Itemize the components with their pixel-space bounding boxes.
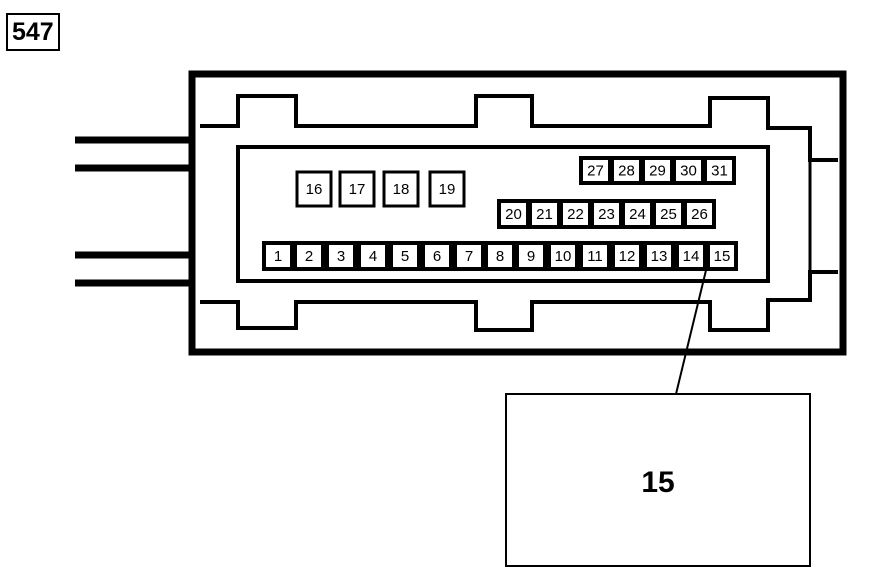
pin-4: 4 (357, 241, 389, 271)
pin-label: 18 (393, 181, 410, 198)
pin-cavity (643, 241, 675, 271)
pin-10: 10 (547, 241, 579, 271)
pin-label: 29 (649, 163, 666, 180)
pin-label: 15 (714, 248, 731, 265)
pin-26: 26 (683, 199, 716, 229)
pin-label: 13 (651, 248, 668, 265)
pin-label: 22 (567, 206, 584, 223)
pin-17: 17 (338, 170, 376, 208)
pin-22: 22 (559, 199, 592, 229)
pin-cavity (325, 241, 357, 271)
pin-1: 1 (262, 241, 294, 271)
pin-cavity (428, 170, 466, 208)
pin-label: 7 (465, 248, 473, 265)
pin-8: 8 (484, 241, 516, 271)
pin-cavity (262, 241, 294, 271)
pin-19: 19 (428, 170, 466, 208)
pin-label: 27 (587, 163, 604, 180)
pin-label: 2 (305, 248, 313, 265)
pin-3: 3 (325, 241, 357, 271)
pin-23: 23 (590, 199, 623, 229)
pin-label: 9 (527, 248, 535, 265)
pin-9: 9 (515, 241, 547, 271)
pin-24: 24 (621, 199, 654, 229)
pin-27: 27 (579, 156, 612, 185)
pin-cavity (382, 170, 420, 208)
pin-5: 5 (389, 241, 421, 271)
pin-label: 5 (401, 248, 409, 265)
pin-label: 3 (337, 248, 345, 265)
pin-cavity (389, 241, 421, 271)
pin-label: 28 (618, 163, 635, 180)
pin-cavity (484, 241, 516, 271)
pin-cavity (547, 241, 579, 271)
pin-cavity (453, 241, 485, 271)
pin-label: 16 (306, 181, 323, 198)
pin-label: 25 (660, 206, 677, 223)
pin-2: 2 (293, 241, 325, 271)
pin-13: 13 (643, 241, 675, 271)
pin-label: 24 (629, 206, 646, 223)
pin-12: 12 (611, 241, 643, 271)
pin-label: 10 (555, 248, 572, 265)
pin-28: 28 (610, 156, 643, 185)
pin-label: 20 (505, 206, 522, 223)
pin-21: 21 (528, 199, 561, 229)
pin-cavity (641, 156, 674, 185)
pin-cavity (590, 199, 623, 229)
callout-box (505, 393, 811, 567)
pin-30: 30 (672, 156, 705, 185)
pin-cavity (497, 199, 530, 229)
pin-label: 12 (619, 248, 636, 265)
pin-label: 30 (680, 163, 697, 180)
pin-7: 7 (453, 241, 485, 271)
pin-cavity (559, 199, 592, 229)
pin-cavity (683, 199, 716, 229)
diagram-number-label: 547 (6, 13, 60, 51)
pin-15: 15 (706, 241, 738, 271)
pin-label: 17 (349, 181, 366, 198)
pin-cavity (338, 170, 376, 208)
wire-bundle (75, 136, 192, 287)
connector-housing-inner-outline (200, 94, 838, 332)
pin-label: 4 (369, 248, 377, 265)
pin-label: 19 (439, 181, 456, 198)
pin-label: 21 (536, 206, 553, 223)
pin-cavity (357, 241, 389, 271)
pin-cavity (579, 241, 611, 271)
pin-16: 16 (295, 170, 333, 208)
pin-6: 6 (421, 241, 453, 271)
pin-cavity (652, 199, 685, 229)
pin-11: 11 (579, 241, 611, 271)
pin-cavity (421, 241, 453, 271)
pin-label: 23 (598, 206, 615, 223)
pin-cavity (611, 241, 643, 271)
pin-20: 20 (497, 199, 530, 229)
pin-18: 18 (382, 170, 420, 208)
pin-29: 29 (641, 156, 674, 185)
pin-label: 14 (683, 248, 700, 265)
pin-cavity (515, 241, 547, 271)
pin-cavity (293, 241, 325, 271)
pin-14: 14 (675, 241, 707, 271)
pin-cavity (706, 241, 738, 271)
callout-label: 15 (641, 466, 674, 499)
pin-cavity (703, 156, 736, 185)
pin-label: 26 (691, 206, 708, 223)
pin-label: 31 (711, 163, 728, 180)
pin-label: 6 (433, 248, 441, 265)
pin-label: 8 (496, 248, 504, 265)
pin-cavity (675, 241, 707, 271)
pin-cavity (295, 170, 333, 208)
pin-label: 1 (274, 248, 282, 265)
pin-label: 11 (587, 248, 603, 265)
pin-25: 25 (652, 199, 685, 229)
pin-31: 31 (703, 156, 736, 185)
callout-leader-line (675, 261, 709, 395)
